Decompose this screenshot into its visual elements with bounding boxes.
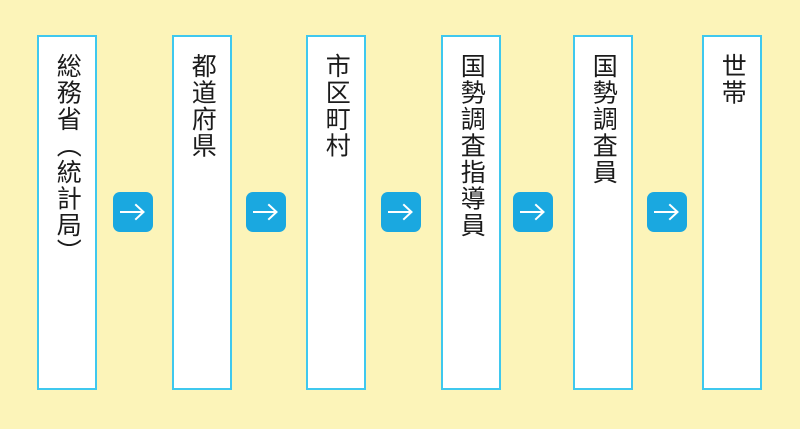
arrow-right-icon-2 <box>246 192 286 232</box>
flow-node-4-label: 国勢調査指導員 <box>457 53 487 239</box>
flow-node-6-label: 世帯 <box>718 53 748 106</box>
arrow-right-icon-1 <box>113 192 153 232</box>
flow-node-1: 総務省（統計局） <box>37 35 97 390</box>
flow-node-4: 国勢調査指導員 <box>441 35 501 390</box>
flow-node-2: 都道府県 <box>172 35 232 390</box>
arrow-right-icon-4 <box>513 192 553 232</box>
flow-node-2-label: 都道府県 <box>188 53 218 159</box>
arrow-right-icon-5 <box>647 192 687 232</box>
flow-node-3-label: 市区町村 <box>322 53 352 159</box>
flow-node-6: 世帯 <box>702 35 762 390</box>
flow-node-5: 国勢調査員 <box>573 35 633 390</box>
flow-node-1-label: 総務省（統計局） <box>53 53 83 265</box>
flow-node-5-label: 国勢調査員 <box>589 53 619 186</box>
flow-node-3: 市区町村 <box>306 35 366 390</box>
arrow-right-icon-3 <box>381 192 421 232</box>
